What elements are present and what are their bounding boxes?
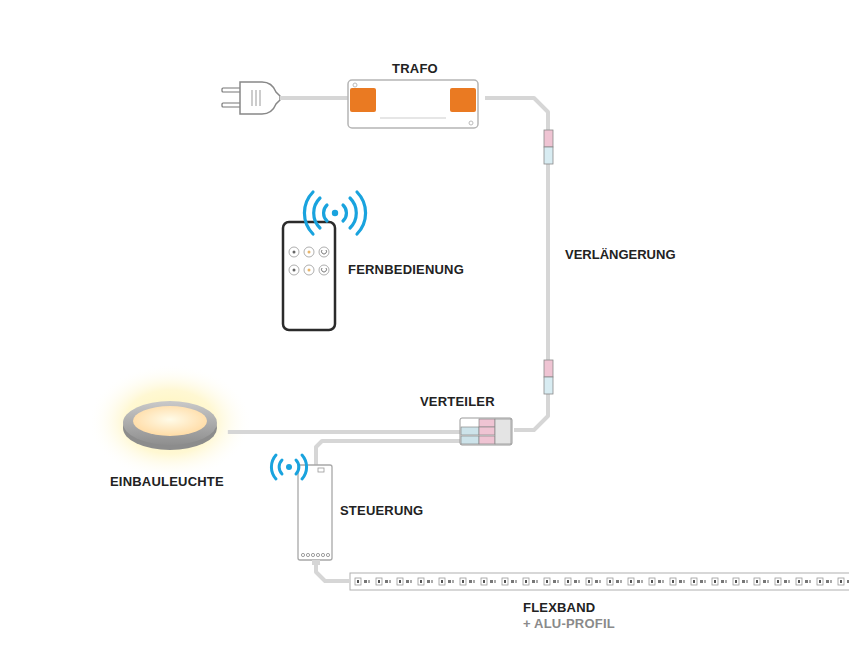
cable-coupler <box>544 130 553 394</box>
recessed-light <box>88 364 252 480</box>
component-label: TRAFO <box>345 61 485 77</box>
remote-node: FERNBEDIENUNG <box>278 186 478 334</box>
cable-connector <box>485 98 548 430</box>
power-plug <box>222 82 348 114</box>
transformer-node: TRAFO <box>345 58 485 132</box>
component-label: FLEXBAND <box>523 600 595 616</box>
distributor <box>460 418 512 445</box>
wireless-icon <box>271 455 306 479</box>
cable-connector <box>228 430 416 434</box>
light-node: EINBAULEUCHTE <box>100 378 228 492</box>
led-strip <box>350 573 849 590</box>
cable-stub <box>316 432 462 466</box>
cable-label: VERLÄNGERUNG <box>563 247 678 263</box>
cable-connector <box>316 441 416 452</box>
component-label: STEUERUNG <box>340 503 423 519</box>
component-label: VERTEILER <box>420 394 495 410</box>
remote-control <box>283 222 335 330</box>
component-label: EINBAULEUCHTE <box>110 474 224 490</box>
distributor-node: VERTEILER <box>416 392 514 448</box>
component-label: FERNBEDIENUNG <box>348 262 464 278</box>
controller-node: STEUERUNG <box>270 452 430 564</box>
cable-connector <box>316 564 350 581</box>
led-strip-node: FLEXBAND+ ALU-PROFIL <box>350 570 849 634</box>
transformer <box>348 80 478 128</box>
component-sublabel: + ALU-PROFIL <box>523 616 615 632</box>
wireless-icon <box>304 192 365 234</box>
